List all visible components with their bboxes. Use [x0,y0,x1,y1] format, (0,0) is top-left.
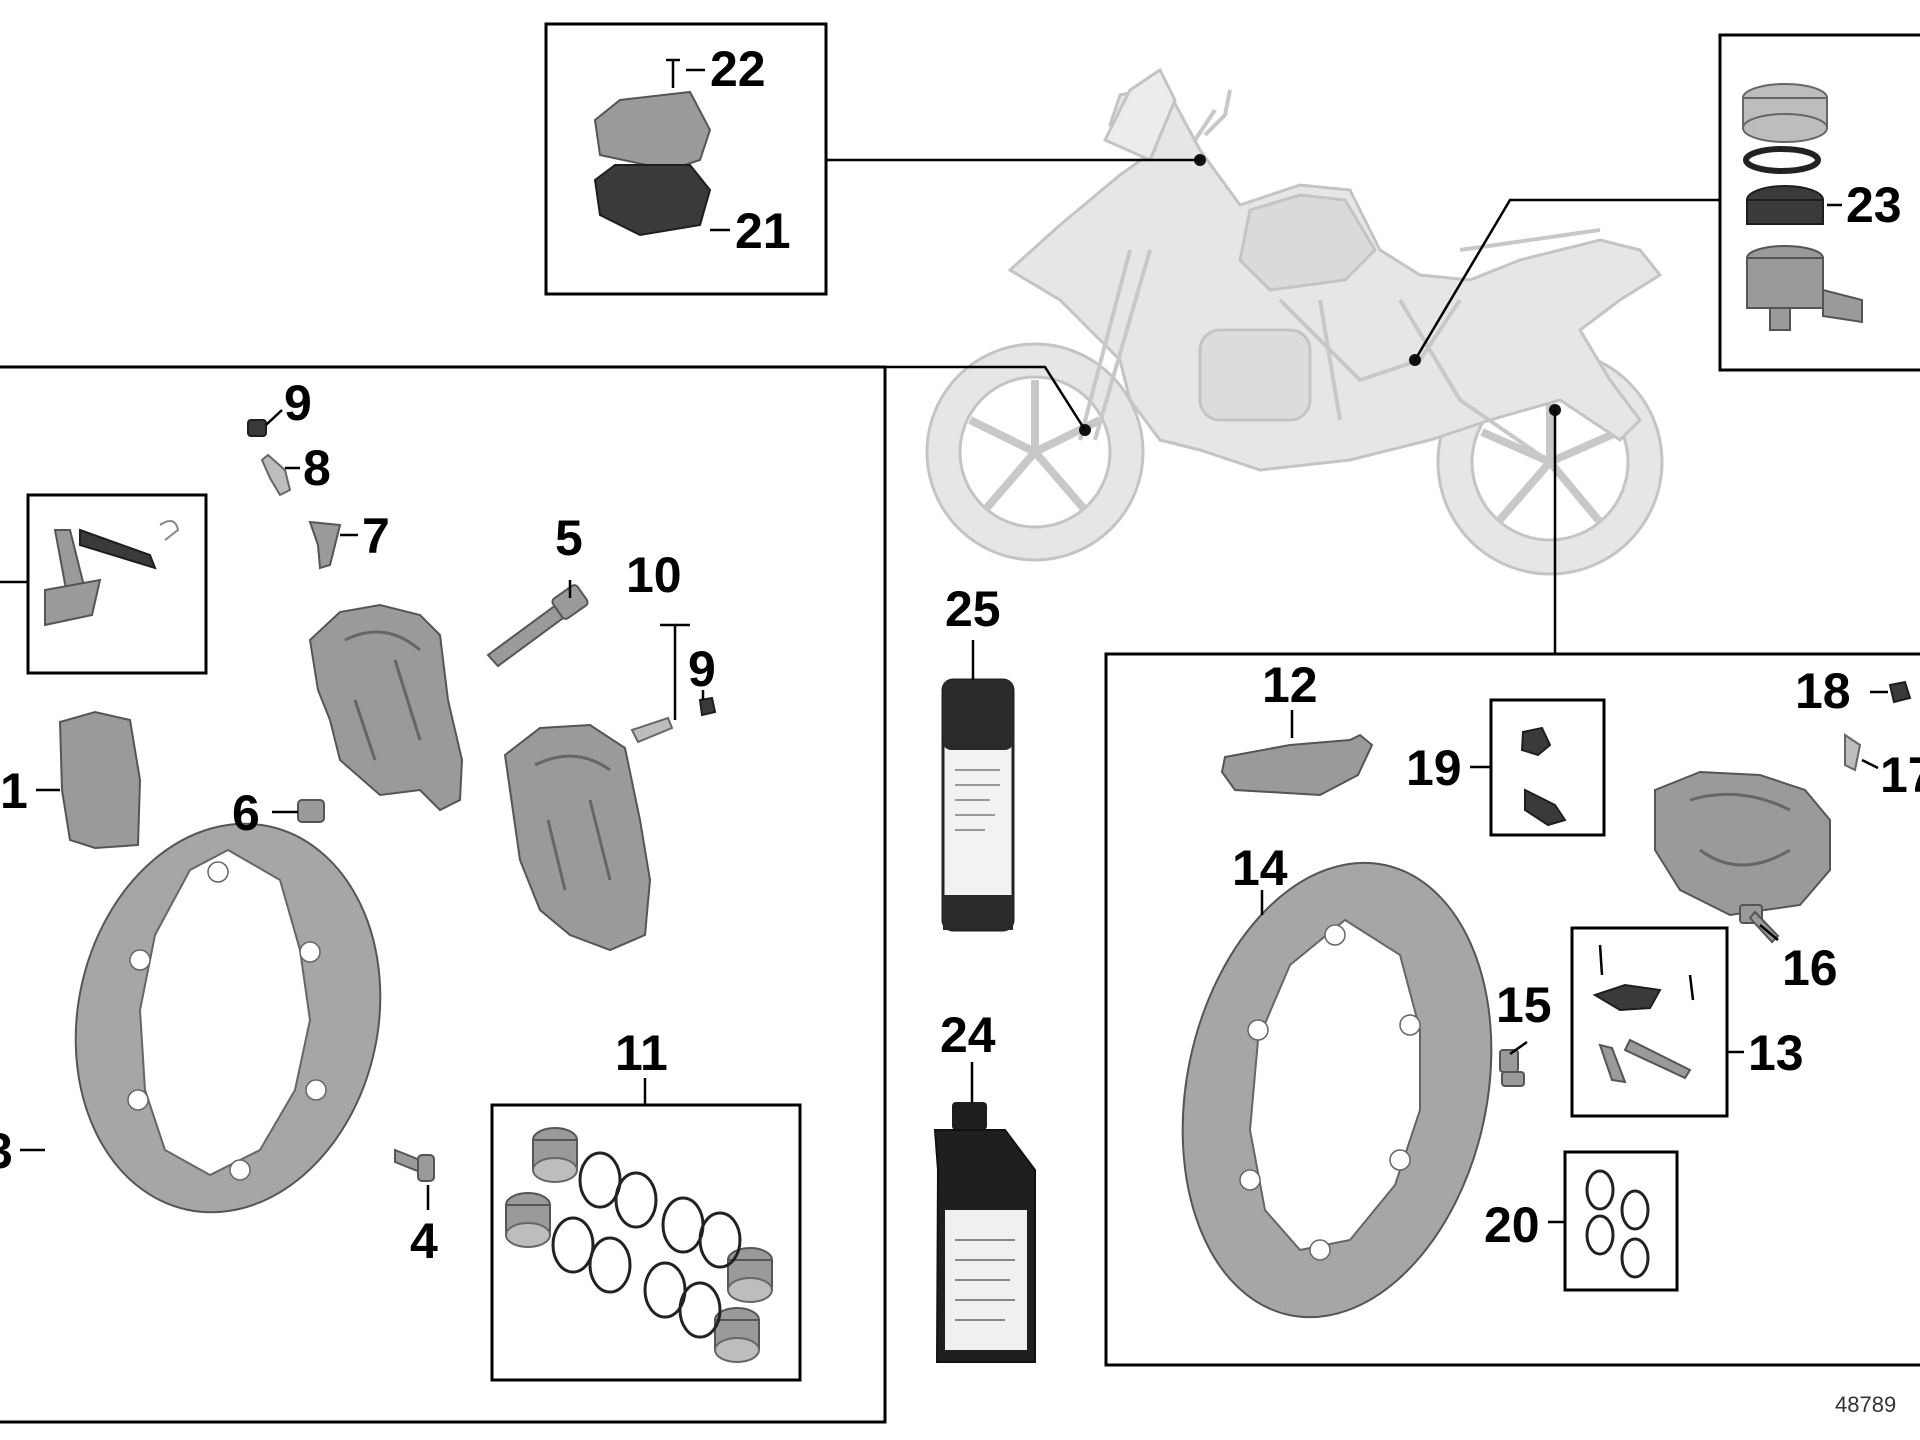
pad-fitting-kit-rear [1592,944,1695,1084]
label-leaders [0,68,1888,1224]
motorcycle-illustration [925,67,1664,576]
frame-rear-reservoir [1718,33,1920,372]
label-12: 12 [1262,657,1318,713]
label-17: 17 [1880,747,1920,803]
label-24: 24 [940,1007,996,1063]
banjo-part [308,520,342,570]
label-4: 4 [410,1213,438,1269]
piston-seal-kit-part [505,1127,773,1363]
cap-part [247,419,267,437]
label-5: 5 [555,510,583,566]
callout-labels: 22 21 23 1 9 8 7 5 10 9 6 3 4 11 25 24 1… [0,41,1920,1417]
disc-bolt-part [394,1148,435,1182]
frame-front-brake [0,365,887,1424]
label-23: 23 [1846,177,1902,233]
bleeder-cap-rear [1888,680,1912,704]
label-15: 15 [1496,977,1552,1033]
label-10: 10 [626,547,682,603]
label-11: 11 [615,1025,668,1081]
bleeder-valve-part [260,453,292,497]
label-9-top: 9 [284,375,312,431]
spray-can-part [941,678,1015,932]
pin-part [1524,788,1567,827]
box-pad-fitting-kit [26,493,208,675]
diagram-reference-number: 48789 [1835,1392,1896,1417]
reservoir-cover-part [593,58,712,237]
frame-leaders [826,158,1720,654]
grommet-part [1520,726,1552,757]
label-22: 22 [710,41,766,97]
label-7: 7 [362,508,390,564]
disc-bolt-rear [1499,1049,1525,1087]
brake-pad-front-part [58,710,142,850]
brake-disc-front [74,822,382,1214]
rear-reservoir-part [1742,83,1863,331]
pad-fitting-kit-part [44,520,180,627]
brake-caliper-rear [1654,770,1831,917]
label-1: 1 [0,763,28,819]
brake-pad-rear-part [1220,733,1374,797]
label-19: 19 [1406,740,1462,796]
frame-rear-brake [1104,652,1920,1367]
box-part-20 [1563,1150,1679,1292]
label-18: 18 [1795,663,1851,719]
bleeder-valve-rear [1844,733,1862,772]
brake-disc-rear [1181,861,1493,1319]
label-13: 13 [1748,1025,1804,1081]
label-3: 3 [0,1123,13,1179]
brake-caliper-front-left [308,603,464,812]
label-25: 25 [945,581,1001,637]
label-9-side: 9 [688,641,716,697]
caliper-bolt-part [486,584,589,668]
label-16: 16 [1782,940,1838,996]
label-14: 14 [1232,840,1288,896]
brake-fluid-bottle-part [933,1102,1036,1363]
label-20: 20 [1484,1197,1540,1253]
box-part-13 [1570,926,1729,1118]
label-6: 6 [232,785,260,841]
label-21: 21 [735,203,791,259]
cap-part-2 [698,696,717,717]
brake-caliper-front-right [503,723,652,952]
label-8: 8 [303,440,331,496]
nut-part [297,799,325,823]
bleeder-valve-part-2 [630,716,674,744]
o-ring-set-rear [1585,1169,1650,1279]
